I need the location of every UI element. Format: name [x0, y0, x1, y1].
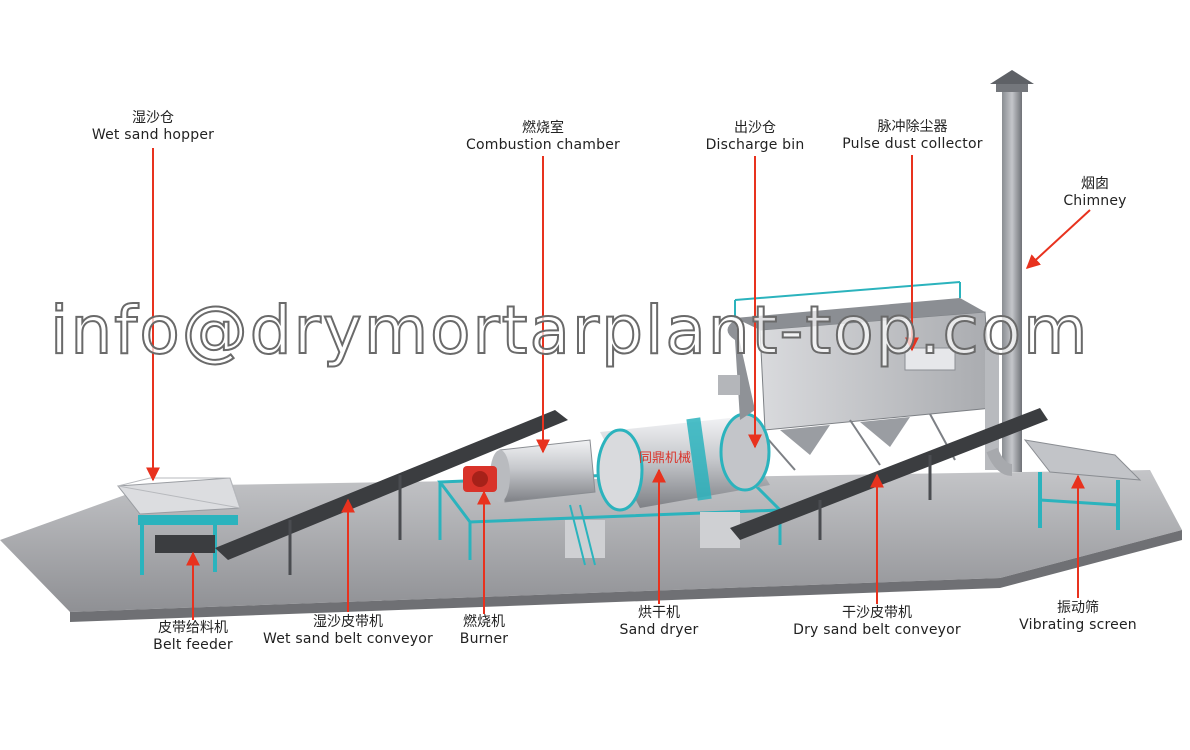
label-zh: 出沙仓	[734, 120, 776, 136]
label-zh: 烘干机	[638, 605, 680, 621]
label-en: Chimney	[1063, 192, 1127, 209]
label-en: Dry sand belt conveyor	[793, 621, 961, 638]
label-en: Sand dryer	[619, 621, 699, 638]
label-zh: 燃烧室	[522, 120, 564, 136]
dry-sand-belt-conveyor	[730, 408, 1048, 540]
label-zh: 脉冲除尘器	[877, 119, 948, 135]
label-zh: 皮带给料机	[158, 620, 228, 636]
label-wet-sand-hopper: 湿沙仓 Wet sand hopper	[83, 110, 223, 144]
label-pulse-dust-collector: 脉冲除尘器 Pulse dust collector	[830, 119, 995, 153]
label-zh: 振动筛	[1057, 600, 1099, 616]
label-dry-sand-belt-conveyor: 干沙皮带机 Dry sand belt conveyor	[787, 605, 967, 639]
callout-arrows	[146, 148, 1091, 620]
label-zh: 烟囱	[1081, 176, 1109, 192]
label-sand-dryer: 烘干机 Sand dryer	[609, 605, 709, 639]
label-zh: 湿沙皮带机	[313, 614, 383, 630]
label-zh: 燃烧机	[463, 614, 505, 630]
label-discharge-bin: 出沙仓 Discharge bin	[690, 120, 820, 154]
chimney	[990, 70, 1034, 472]
label-zh: 湿沙仓	[132, 110, 174, 126]
label-vibrating-screen: 振动筛 Vibrating screen	[1008, 600, 1148, 634]
label-belt-feeder: 皮带给料机 Belt feeder	[133, 620, 253, 654]
label-burner: 燃烧机 Burner	[444, 614, 524, 648]
wet-sand-hopper	[117, 477, 241, 575]
label-en: Vibrating screen	[1019, 616, 1137, 633]
exhaust-duct	[986, 447, 1013, 476]
label-wet-sand-belt-conveyor: 湿沙皮带机 Wet sand belt conveyor	[248, 614, 448, 648]
combustion-chamber	[490, 439, 596, 503]
arrow-chimney	[1025, 209, 1091, 269]
watermark-text: info@drymortarplant-top.com	[49, 291, 1090, 370]
sand-dryer-drum: 同鼎机械	[596, 412, 771, 512]
label-en: Wet sand belt conveyor	[262, 630, 434, 647]
pulse-dust-collector	[734, 281, 999, 471]
label-en: Combustion chamber	[466, 136, 620, 153]
label-en: Belt feeder	[153, 636, 233, 653]
floor-edge	[70, 530, 1182, 622]
label-en: Burner	[459, 630, 509, 647]
burner	[463, 466, 497, 492]
label-chimney: 烟囱 Chimney	[1050, 176, 1140, 210]
brand-text: 同鼎机械	[639, 451, 691, 466]
label-en: Discharge bin	[705, 136, 805, 153]
label-zh: 干沙皮带机	[842, 605, 912, 621]
label-en: Wet sand hopper	[91, 126, 215, 143]
discharge-bin	[718, 320, 755, 420]
label-combustion-chamber: 燃烧室 Combustion chamber	[453, 120, 633, 154]
wet-sand-belt-conveyor	[215, 410, 568, 575]
label-en: Pulse dust collector	[842, 135, 983, 152]
